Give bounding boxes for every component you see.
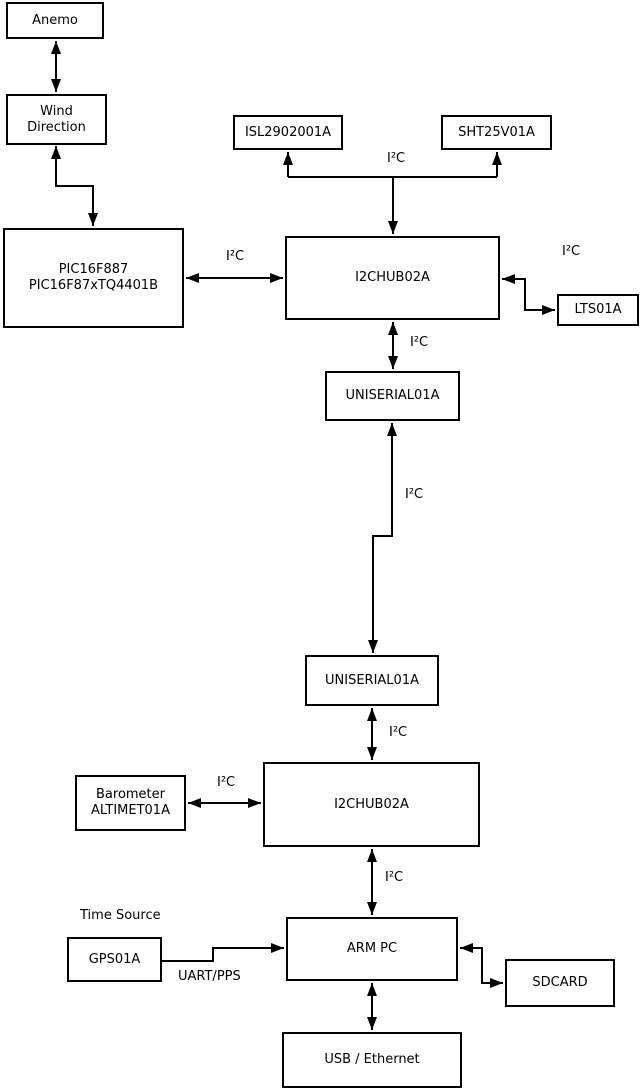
node-pic16f887: PIC16F887 PIC16F87xTQ4401B bbox=[3, 228, 184, 328]
edge-uniserial1-uniserial2 bbox=[368, 423, 397, 653]
node-isl2902001a: ISL2902001A bbox=[233, 115, 343, 150]
node-uniserial01a-lower: UNISERIAL01A bbox=[305, 655, 439, 706]
edge-winddirection-pic bbox=[51, 146, 98, 226]
edge-label-i2c-hub2-armpc: I²C bbox=[385, 870, 404, 885]
edge-label-i2c-uniserial-link: I²C bbox=[405, 487, 424, 502]
node-barometer-altimet01a: Barometer ALTIMET01A bbox=[75, 775, 186, 831]
edge-gps-armpc bbox=[162, 943, 284, 962]
node-wind-direction: Wind Direction bbox=[6, 94, 107, 145]
node-i2chub02a-lower: I2CHUB02A bbox=[263, 762, 480, 847]
edge-label-i2c-barometer-hub2: I²C bbox=[217, 775, 236, 790]
edge-armpc-sdcard bbox=[460, 943, 503, 988]
edge-hub1-lts bbox=[502, 274, 555, 315]
edge-label-i2c-hub1-lts: I²C bbox=[562, 244, 581, 259]
node-sdcard: SDCARD bbox=[505, 959, 615, 1007]
node-sht25v01a: SHT25V01A bbox=[441, 115, 552, 150]
node-arm-pc: ARM PC bbox=[286, 917, 458, 981]
node-uniserial01a-upper: UNISERIAL01A bbox=[325, 371, 460, 421]
edge-label-uart-pps: UART/PPS bbox=[178, 969, 241, 984]
edge-label-i2c-hub1-sensors: I²C bbox=[387, 151, 406, 166]
edge-label-i2c-uniserial2-hub2: I²C bbox=[389, 725, 408, 740]
edge-label-i2c-pic-hub1: I²C bbox=[226, 249, 245, 264]
node-lts01a: LTS01A bbox=[557, 294, 639, 326]
edge-label-time-source: Time Source bbox=[80, 908, 161, 923]
node-anemo: Anemo bbox=[6, 2, 104, 39]
node-usb-ethernet: USB / Ethernet bbox=[282, 1032, 462, 1088]
edge-label-i2c-hub1-uniserial1: I²C bbox=[410, 335, 429, 350]
node-i2chub02a-upper: I2CHUB02A bbox=[285, 236, 500, 320]
node-gps01a: GPS01A bbox=[67, 937, 162, 982]
